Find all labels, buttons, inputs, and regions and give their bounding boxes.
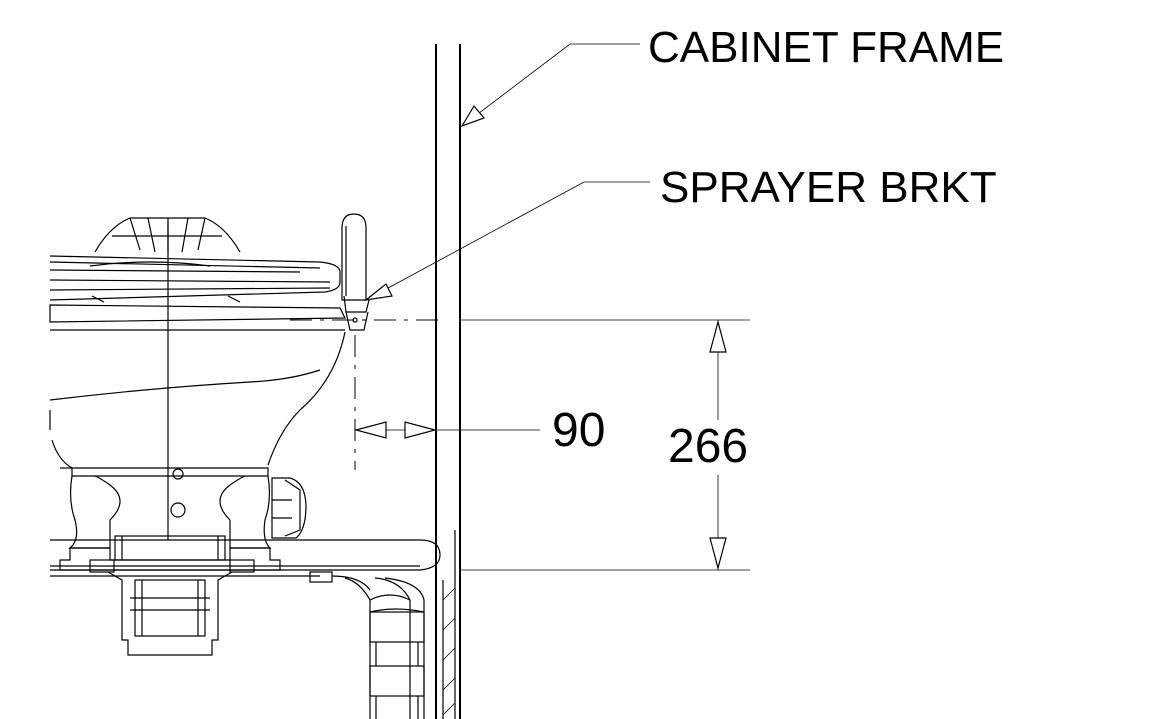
floor-plate: [50, 539, 441, 591]
leader-cabinet-frame: [460, 43, 640, 128]
dimension-266: [460, 319, 750, 571]
toilet: [49, 217, 346, 656]
label-cabinet-frame: CABINET FRAME: [648, 23, 1004, 72]
dimension-90-value: 90: [552, 404, 605, 457]
drain-pipe: [344, 577, 425, 719]
label-sprayer-bracket: SPRAYER BRKT: [660, 163, 997, 212]
sprayer: [341, 213, 371, 331]
dimension-90: [353, 421, 540, 439]
leader-sprayer-bracket: [363, 181, 650, 301]
dimension-266-value: 266: [668, 420, 748, 473]
center-lines: [290, 319, 440, 470]
cabinet-frame: [435, 44, 461, 719]
